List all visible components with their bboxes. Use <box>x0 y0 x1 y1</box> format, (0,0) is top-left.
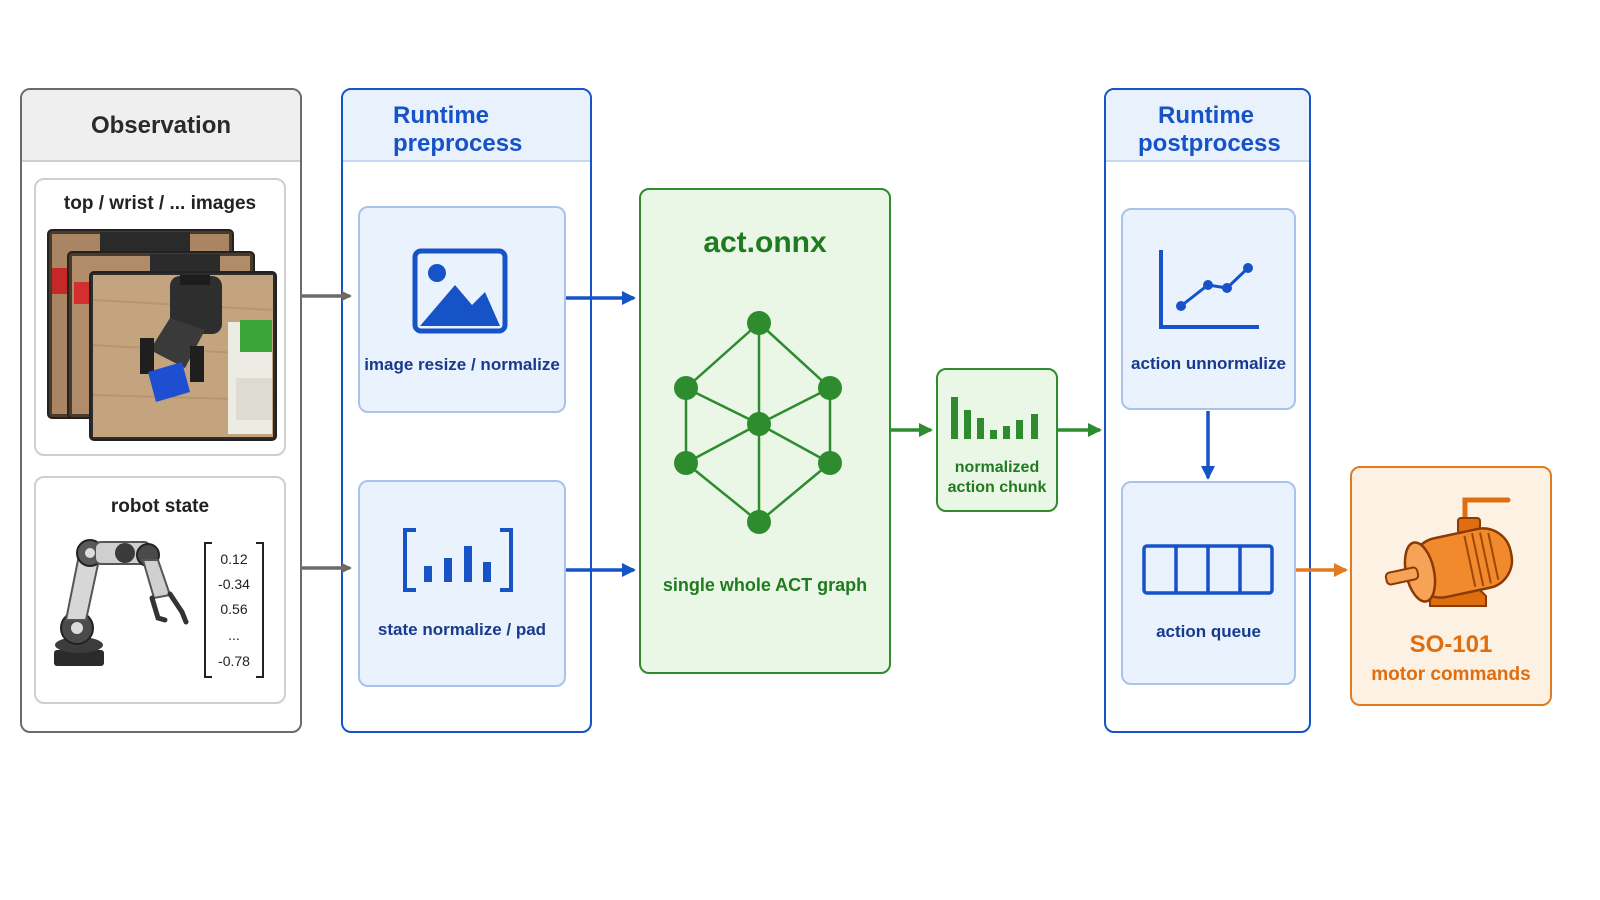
image-resize-label: image resize / normalize <box>364 355 560 374</box>
action-queue-label: action queue <box>1156 622 1261 641</box>
state-normalize-label: state normalize / pad <box>377 620 547 639</box>
postprocess-title-line2: postprocess <box>1138 130 1281 157</box>
images-label: top / wrist / ... images <box>63 193 257 214</box>
preprocess-title-line2: preprocess <box>393 130 523 157</box>
state-value: -0.34 <box>218 576 250 592</box>
preprocess-title-line1: Runtime <box>393 102 489 129</box>
observation-title: Observation <box>90 112 232 139</box>
observation-header: Observation <box>22 90 300 162</box>
action-unnormalize-card: action unnormalize <box>1121 208 1296 410</box>
chunk-label-line1: normalized <box>954 459 1040 476</box>
robot-state-label: robot state <box>110 496 210 517</box>
preprocess-header: Runtime preprocess <box>343 90 590 162</box>
action-chunk-card: normalized action chunk <box>936 368 1058 512</box>
motor-title: SO-101 <box>1409 631 1493 658</box>
model-subtitle: single whole ACT graph <box>662 575 868 595</box>
postprocess-header: Runtime postprocess <box>1106 90 1309 162</box>
action-queue-card: action queue <box>1121 481 1296 685</box>
state-normalize-card: state normalize / pad <box>358 480 566 687</box>
motor-subtitle: motor commands <box>1371 664 1531 685</box>
model-title: act.onnx <box>703 226 827 259</box>
postprocess-title-line1: Runtime <box>1158 102 1254 129</box>
state-value: ... <box>228 627 240 643</box>
chunk-label: normalized action chunk <box>938 458 1056 498</box>
action-unnormalize-label: action unnormalize <box>1131 354 1286 373</box>
chunk-label-line2: action chunk <box>947 479 1047 496</box>
state-value: 0.56 <box>220 601 248 617</box>
state-value: -0.78 <box>218 653 250 669</box>
state-value: 0.12 <box>220 551 248 567</box>
state-vector: 0.12 -0.34 0.56 ... -0.78 <box>205 543 263 677</box>
